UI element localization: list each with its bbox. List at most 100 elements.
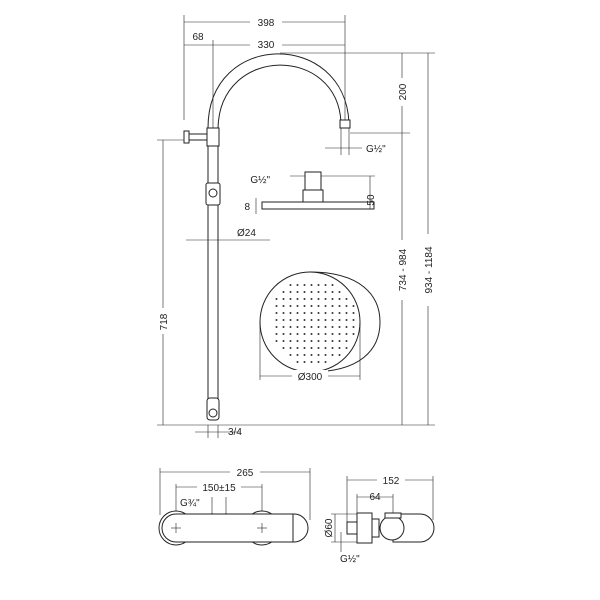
nozzle-dot [310,340,313,342]
nozzle-dot [296,298,299,300]
nozzle-dot [310,354,313,356]
nozzle-dot [282,326,285,328]
nozzle-dot [282,291,285,293]
nozzle-dot [296,354,299,356]
label-330: 330 [258,40,275,51]
nozzle-dot [331,305,334,307]
nozzle-dot [296,305,299,307]
label-68: 68 [192,32,204,43]
nozzle-dot [296,291,299,293]
label-60: Ø60 [324,518,335,537]
nozzle-dot [331,284,334,286]
label-398: 398 [258,18,275,29]
nozzle-dot [352,312,355,314]
nozzle-dot [303,354,306,356]
nozzle-dot [289,291,292,293]
dim-arm-thread: G½" [325,128,386,155]
nozzle-dot [352,326,355,328]
dim-718: 718 [157,139,435,426]
label-152: 152 [383,476,400,487]
nozzle-dot [324,291,327,293]
label-side-thread: G½" [340,554,360,565]
nozzle-dot [275,312,278,314]
mixer-side: 152 64 Ø60 G½" [324,473,435,565]
label-arm-thread: G½" [366,144,386,155]
nozzle-dot [324,333,327,335]
nozzle-dot [324,319,327,321]
dim-head-diameter: Ø300 [259,322,361,383]
nozzle-dot [317,298,320,300]
dim-pipe-diameter: Ø24 [186,228,270,241]
nozzle-dot [303,326,306,328]
label-934-1184: 934 - 1184 [424,246,435,294]
dim-330: 68 330 [184,32,345,130]
label-3-4: 3/4 [228,427,242,438]
nozzle-dot [310,319,313,321]
nozzle-dot [345,312,348,314]
nozzle-dot [331,347,334,349]
nozzle-dot [324,305,327,307]
label-265: 265 [237,468,254,479]
nozzle-dot [289,333,292,335]
label-8: 8 [244,202,250,213]
nozzle-dot [338,305,341,307]
nozzle-dot [296,347,299,349]
nozzle-dot [345,347,348,349]
nozzle-dot [324,340,327,342]
nozzle-dot [345,319,348,321]
nozzle-dot [303,312,306,314]
nozzle-dot [282,333,285,335]
nozzle-dot [338,333,341,335]
nozzle-dot [324,312,327,314]
nozzle-dot [303,319,306,321]
dim-200: 200 [396,53,409,133]
nozzle-dot [310,298,313,300]
nozzle-dot [331,319,334,321]
nozzle-dot [310,291,313,293]
nozzle-dot [352,319,355,321]
nozzle-dot [345,305,348,307]
dim-934-1184: 934 - 1184 [422,53,435,425]
nozzle-dot [317,333,320,335]
nozzle-dot [317,291,320,293]
nozzle-dot [317,354,320,356]
nozzle-dot [303,284,306,286]
nozzle-dot [289,305,292,307]
nozzle-dot [331,354,334,356]
nozzle-dot [324,298,327,300]
nozzle-dot [317,347,320,349]
nozzle-dot [296,312,299,314]
nozzle-dot [296,326,299,328]
nozzle-dot [338,291,341,293]
nozzle-dot [310,284,313,286]
nozzle-dot [324,354,327,356]
nozzle-dot [317,319,320,321]
nozzle-dot [303,298,306,300]
nozzle-dot [310,333,313,335]
nozzle-dot [303,347,306,349]
nozzle-dot [331,333,334,335]
nozzle-dot [338,298,341,300]
nozzle-dot [317,312,320,314]
nozzle-dot [352,305,355,307]
nozzle-dot [282,319,285,321]
nozzle-dot [345,326,348,328]
nozzles [275,284,355,363]
nozzle-dot [275,319,278,321]
nozzle-dot [310,312,313,314]
nozzle-dot [289,312,292,314]
nozzle-dot [345,333,348,335]
nozzle-dot [275,298,278,300]
label-head-thread: G½" [250,175,270,186]
nozzle-dot [296,333,299,335]
nozzle-dot [310,326,313,328]
nozzle-dot [289,284,292,286]
nozzle-dot [331,340,334,342]
nozzle-dot [338,319,341,321]
nozzle-dot [324,347,327,349]
nozzle-dot [303,361,306,363]
nozzle-dot [338,354,341,356]
label-24: Ø24 [237,228,256,239]
nozzle-dot [289,340,292,342]
